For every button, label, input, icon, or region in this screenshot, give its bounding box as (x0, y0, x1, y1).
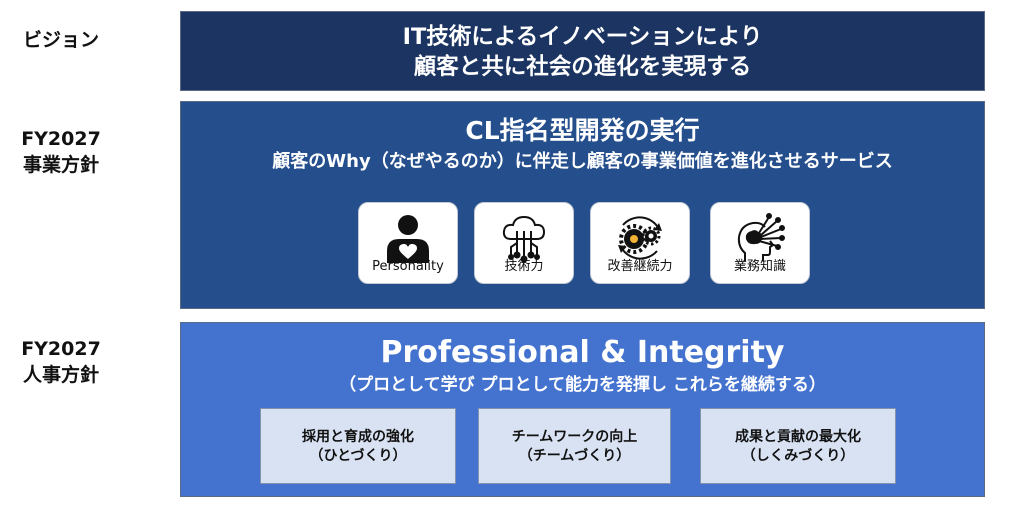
card-continuous-improvement: 改善継続力 (590, 202, 690, 284)
hr-box-recruitment-subtitle: （ひとづくり） (309, 448, 407, 464)
vision-band: IT技術によるイノベーションにより 顧客と共に社会の進化を実現する (180, 11, 985, 91)
head-network-icon (733, 211, 787, 269)
card-business-knowledge: 業務知識 (710, 202, 810, 284)
hr-box-outcomes-title: 成果と貢献の最大化 (735, 429, 861, 445)
gears-cycle-icon (613, 211, 667, 269)
cloud-circuit-icon (497, 211, 551, 269)
card-business-knowledge-label: 業務知識 (733, 259, 786, 274)
card-continuous-improvement-label: 改善継続力 (607, 259, 673, 274)
vision-line-1: IT技術によるイノベーションにより (402, 24, 763, 50)
hr-box-recruitment: 採用と育成の強化 （ひとづくり） (260, 408, 456, 484)
hr-box-teamwork-subtitle: （チームづくり） (518, 448, 631, 464)
hr-box-outcomes: 成果と貢献の最大化 （しくみづくり） (700, 408, 896, 484)
hr-box-teamwork: チームワークの向上 （チームづくり） (478, 408, 671, 484)
hr-box-recruitment-title: 採用と育成の強化 (302, 429, 414, 445)
vision-label: ビジョン (22, 29, 99, 51)
business-policy-band: CL指名型開発の実行 顧客のWhy（なぜやるのか）に伴走し顧客の事業価値を進化さ… (180, 101, 985, 309)
hr-policy-subtitle: （プロとして学び プロとして能力を発揮し これらを継続する） (339, 375, 826, 395)
business-policy-label: FY2027 事業方針 (21, 128, 101, 176)
hr-box-teamwork-title: チームワークの向上 (511, 429, 638, 445)
card-technical-skill: 技術力 (474, 202, 574, 284)
business-policy-title: CL指名型開発の実行 (465, 116, 700, 145)
vision-line-2: 顧客と共に社会の進化を実現する (413, 54, 752, 80)
card-personality: Personality (358, 202, 458, 284)
business-policy-subtitle: 顧客のWhy（なぜやるのか）に伴走し顧客の事業価値を進化させるサービス (272, 151, 893, 172)
hr-box-outcomes-subtitle: （しくみづくり） (741, 448, 855, 464)
card-technical-skill-label: 技術力 (504, 259, 544, 274)
person-heart-icon (381, 211, 435, 269)
hr-policy-title: Professional & Integrity (380, 335, 785, 370)
card-personality-label: Personality (372, 259, 444, 274)
hr-policy-label: FY2027 人事方針 (21, 338, 101, 386)
